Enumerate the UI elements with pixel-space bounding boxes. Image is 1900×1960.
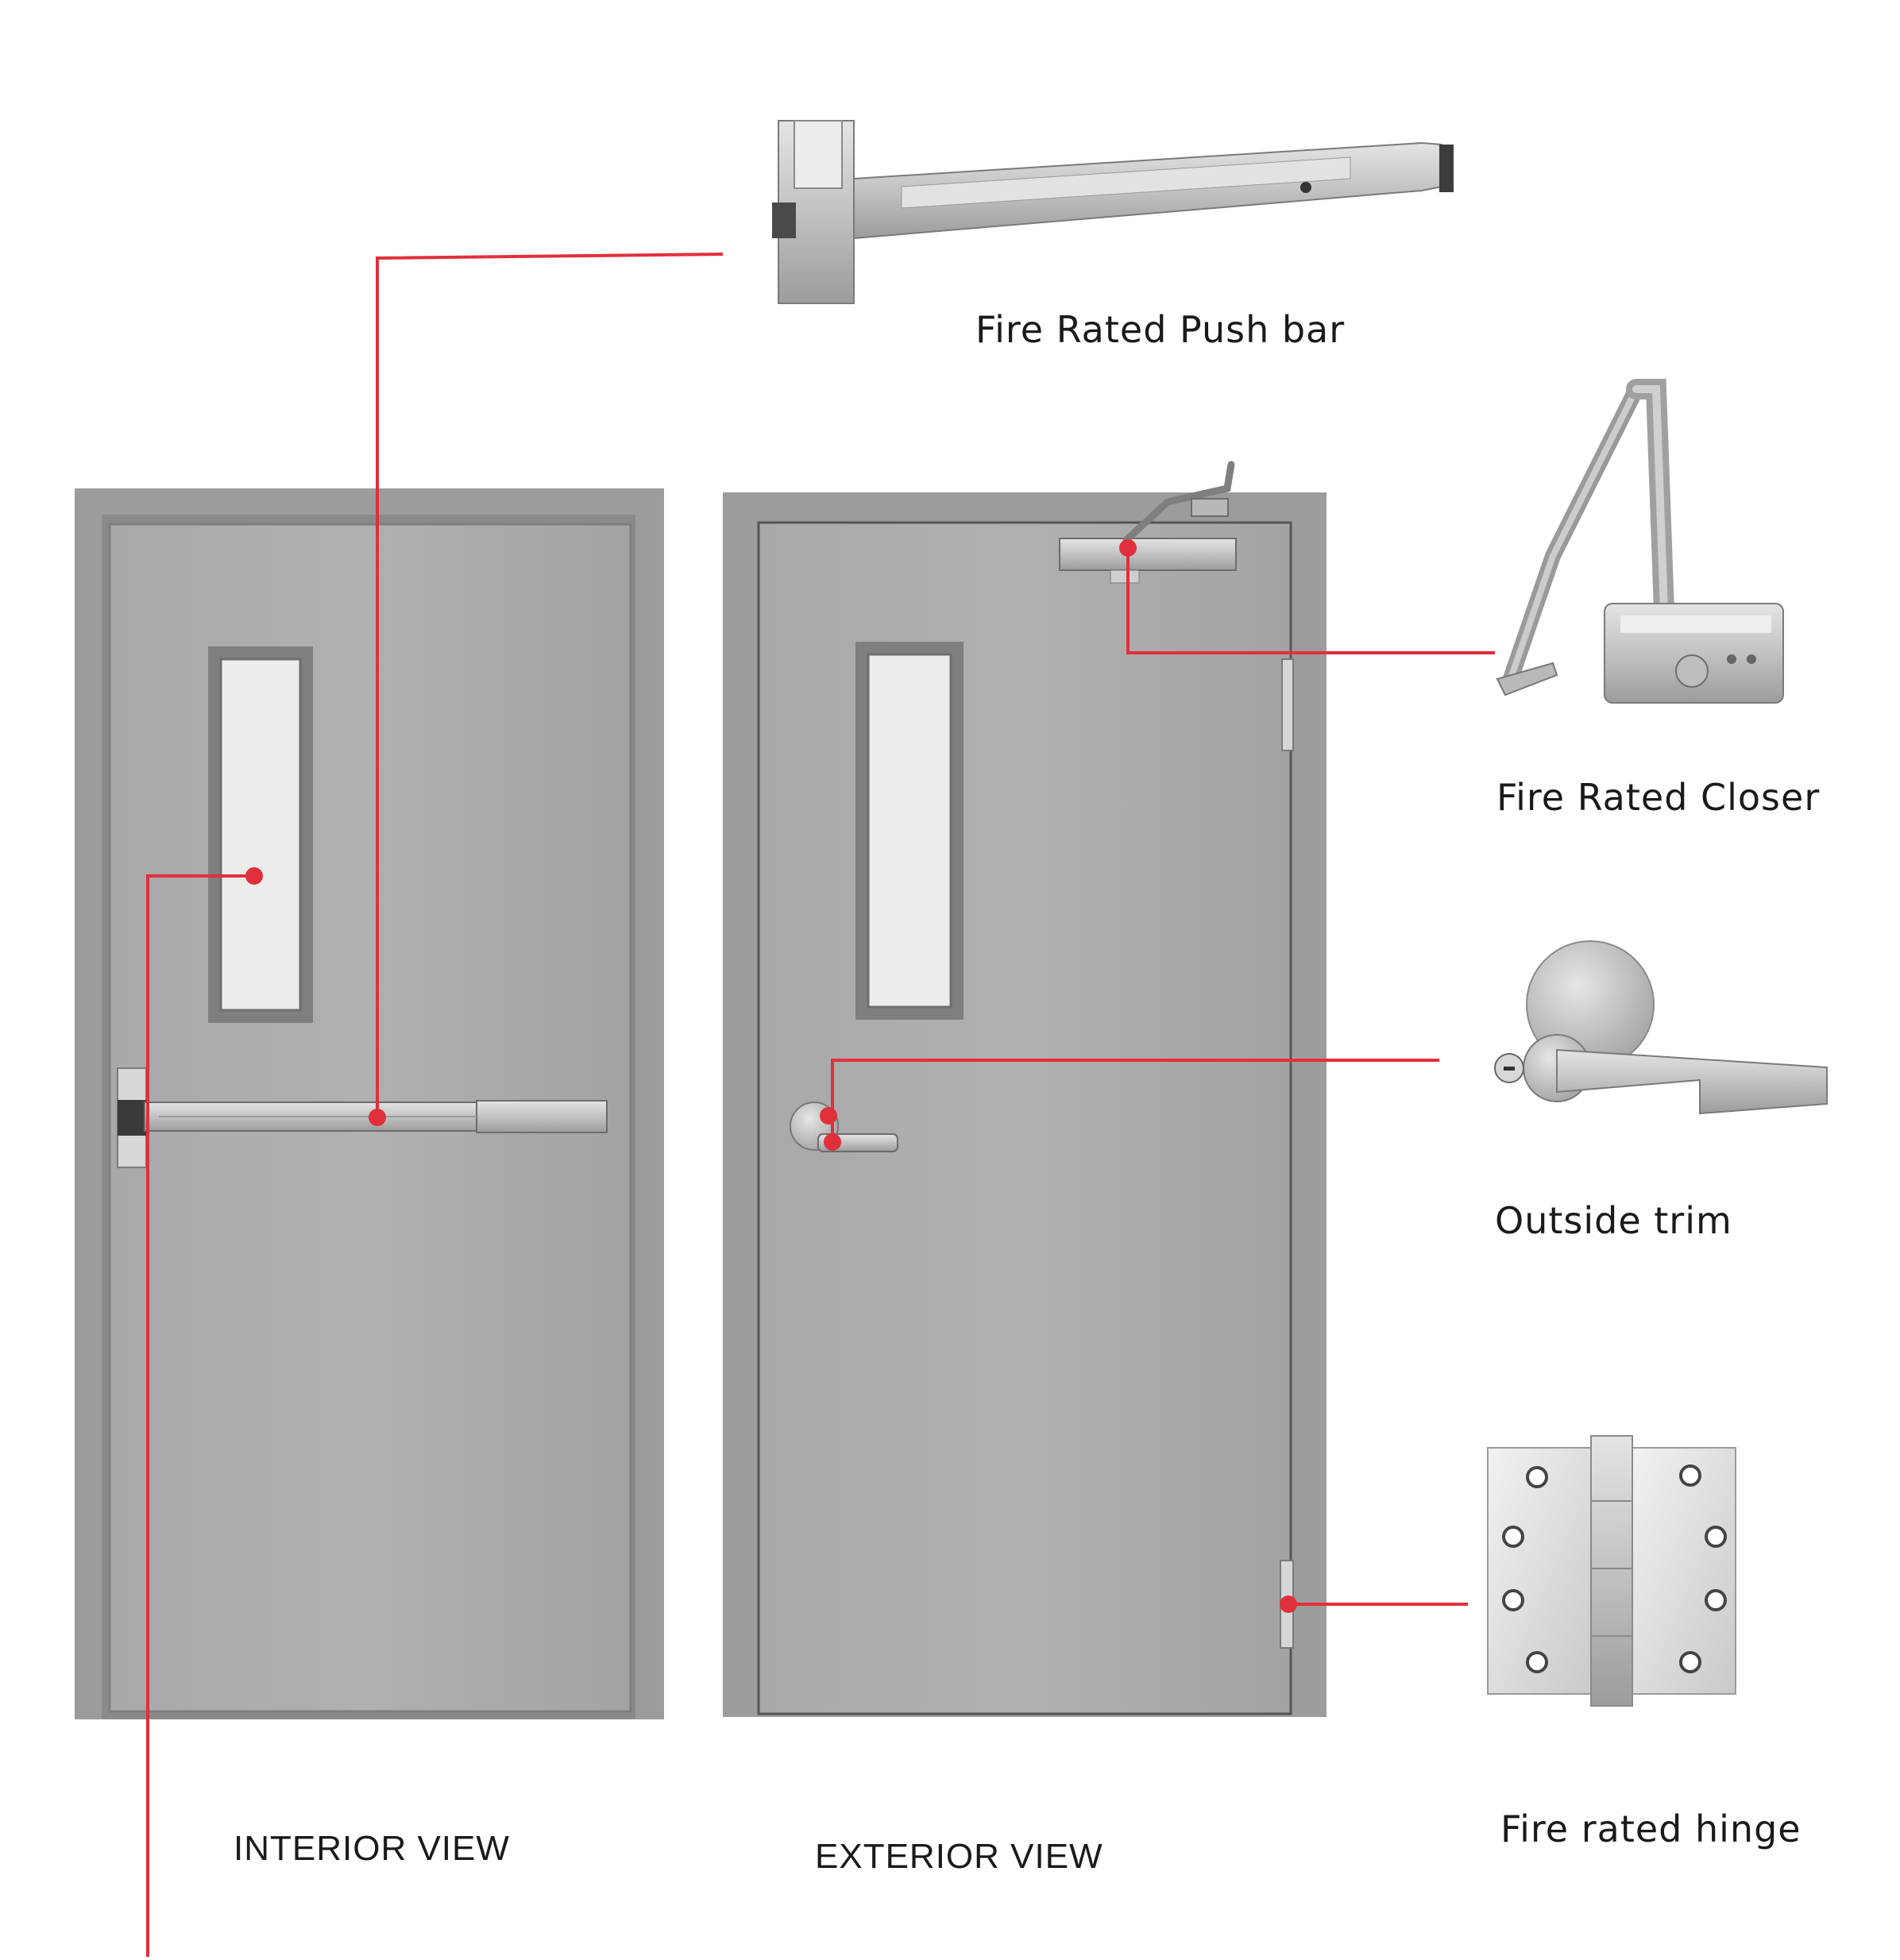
- callout-line-vision-panel: [146, 874, 254, 1957]
- callout-dot-closer: [1119, 539, 1137, 557]
- exterior-door: [723, 461, 1327, 1717]
- callout-dot-trim-upper: [820, 1107, 837, 1125]
- callout-dot-hinge: [1280, 1595, 1297, 1613]
- exterior-vision-glass: [867, 653, 952, 1009]
- hinge-label: Fire rated hinge: [1500, 1808, 1802, 1850]
- callout-dot-push-bar: [369, 1109, 386, 1126]
- push-bar-product: [772, 120, 1454, 304]
- callout-dot-trim: [824, 1133, 841, 1151]
- callout-dot-vision-panel: [245, 867, 263, 885]
- callout-line-push-bar: [376, 253, 724, 1116]
- exterior-view-label: EXTERIOR VIEW: [815, 1837, 1103, 1876]
- exterior-hinge-top: [1281, 658, 1294, 751]
- trim-product: [1494, 940, 1828, 1115]
- callout-line-closer: [1126, 548, 1495, 654]
- callout-dots: [245, 539, 1297, 1613]
- exterior-door-leaf: [757, 521, 1292, 1715]
- push-bar-label: Fire Rated Push bar: [975, 308, 1346, 351]
- closer-product: [1496, 379, 1784, 704]
- outside-trim-label: Outside trim: [1495, 1199, 1732, 1242]
- exterior-closer: [1059, 461, 1237, 584]
- closer-label: Fire Rated Closer: [1496, 776, 1821, 819]
- interior-door: [75, 488, 664, 1719]
- interior-view-label: INTERIOR VIEW: [234, 1829, 510, 1868]
- hinge-product: [1487, 1435, 1736, 1707]
- interior-vision-glass: [219, 658, 302, 1012]
- interior-push-bar: [117, 1067, 608, 1168]
